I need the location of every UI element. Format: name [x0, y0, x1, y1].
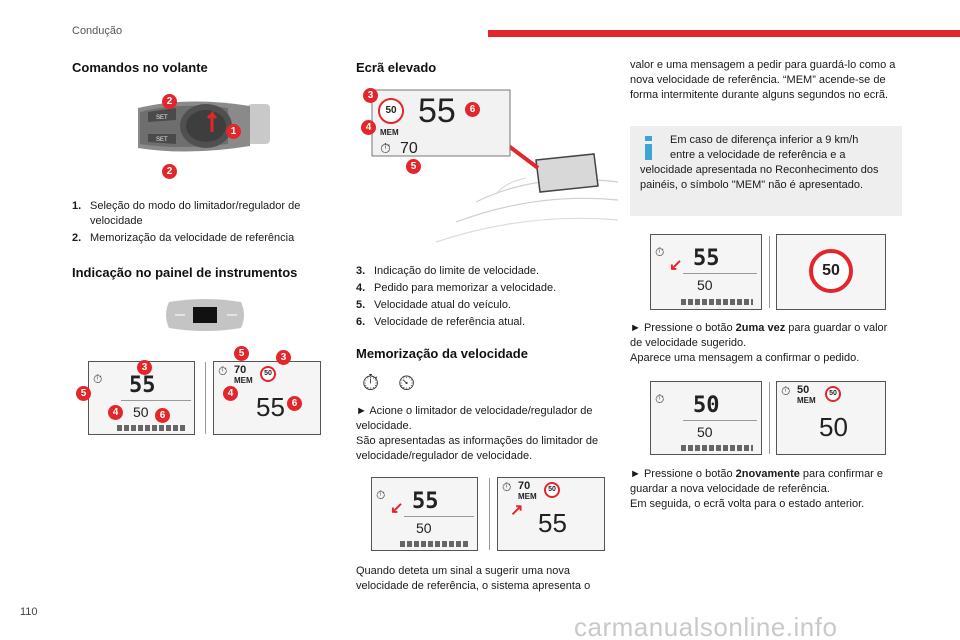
step-2: ► Pressione o botão 2novamente para conf… — [630, 468, 884, 510]
callout-6: 6 — [465, 102, 480, 117]
red-arrow: ↙ — [390, 500, 404, 517]
current-speed: 50 — [693, 393, 720, 418]
hud-list: 3.Indicação do limite de velocidade. 4.P… — [356, 264, 616, 332]
list-item: 3.Indicação do limite de velocidade. — [356, 265, 540, 277]
red-arrow: ↙ — [669, 257, 683, 274]
steering-list: 1.Seleção do modo do limitador/regulador… — [72, 199, 328, 248]
memo-para-1: ► Acione o limitador de velocidade/regul… — [356, 405, 593, 432]
callout-2-bottom: 2 — [162, 164, 177, 179]
callout-5: 5 — [406, 159, 421, 174]
instrument-cluster-icon — [166, 299, 244, 331]
page-number: 110 — [20, 606, 38, 618]
hud-limiter-icon: ⏱ — [380, 140, 391, 156]
list-item: 4.Pedido para memorizar a velocidade. — [356, 282, 557, 294]
callout-3: 3 — [276, 350, 291, 365]
speed-limit-sign: 50 — [809, 249, 853, 293]
continued-paragraph: valor e uma mensagem a pedir para guardá… — [630, 59, 896, 101]
cluster-panel-b: ⏱ 70 MEM 50 55 — [213, 361, 321, 435]
callout-3: 3 — [363, 88, 378, 103]
list-item: 1.Seleção do modo do limitador/regulador… — [72, 200, 301, 227]
hud-speed-limit-sign: 50 — [378, 98, 404, 124]
svg-text:SET: SET — [156, 137, 168, 143]
cluster-panel-d: ⏱ 70 MEM 50 ↗ 55 — [497, 477, 605, 551]
mem-label: MEM — [518, 492, 537, 501]
hud-title: Ecrã elevado — [356, 60, 437, 75]
speed-sign-panel: 50 — [776, 234, 886, 310]
mem-label: MEM — [797, 396, 816, 405]
callout-1: 1 — [226, 124, 241, 139]
mem-label: MEM — [234, 376, 253, 385]
cluster-panel-e: ⏱ ↙ 55 50 — [650, 234, 762, 310]
segment-bar — [117, 425, 187, 431]
reference-speed: 50 — [697, 424, 713, 440]
current-speed: 55 — [693, 246, 720, 271]
current-speed: 50 — [819, 412, 848, 442]
cluster-panel-a: ⏱ 55 50 — [88, 361, 195, 435]
speed-limiter-icon: ⏱ — [376, 488, 386, 502]
info-note: Em caso de diferença inferior a 9 km/h e… — [630, 126, 902, 216]
callout-4: 4 — [108, 405, 123, 420]
callout-4: 4 — [361, 120, 376, 135]
current-speed: 55 — [129, 373, 156, 398]
memo-para-2: São apresentadas as informações do limit… — [356, 435, 599, 462]
speed-limiter-icon: ⏱ — [218, 364, 228, 378]
memo-para-3: Quando deteta um sinal a sugerir uma nov… — [356, 565, 591, 592]
cluster-panel-g: ⏱ 50 50 — [650, 381, 762, 455]
header-accent-bar — [488, 30, 960, 37]
list-item: 2.Memorização da velocidade de referênci… — [72, 232, 295, 244]
hud-current-speed: 55 — [418, 92, 456, 130]
red-arrow: ↗ — [510, 502, 524, 519]
callout-3: 3 — [137, 360, 152, 375]
speed-limiter-icon: ⏱ — [655, 392, 665, 406]
speed-limiter-icon: ⏱ — [655, 245, 665, 259]
hud-memo-speed: 70 — [400, 140, 418, 157]
running-header: Condução — [72, 25, 123, 37]
segment-bar — [400, 541, 470, 547]
memo-speed: 50 — [797, 384, 810, 396]
current-speed: 55 — [538, 508, 567, 538]
callout-5: 5 — [234, 346, 249, 361]
callout-6: 6 — [155, 408, 170, 423]
speed-limit-sign: 50 — [260, 366, 276, 382]
steering-controls-title: Comandos no volante — [72, 60, 208, 75]
speed-limiter-icon: ⏱ — [781, 384, 791, 398]
current-speed: 55 — [412, 489, 439, 514]
svg-text:SET: SET — [156, 115, 168, 121]
memo-speed: 70 — [518, 480, 531, 492]
memo-speed: 70 — [234, 364, 247, 376]
info-icon — [642, 136, 656, 160]
speed-limit-sign: 50 — [544, 482, 560, 498]
reference-speed: 50 — [697, 277, 713, 293]
reference-speed: 50 — [133, 404, 149, 420]
segment-bar — [681, 299, 753, 305]
watermark: carmanualsonline.info — [574, 612, 838, 640]
steering-stalk-illustration: SET SET — [138, 101, 270, 152]
speed-limiter-icon: ⏱ — [502, 480, 512, 494]
limiter-icon: ⏱ — [362, 370, 380, 395]
speed-limit-sign: 50 — [825, 386, 841, 402]
callout-4: 4 — [223, 386, 238, 401]
segment-bar — [681, 445, 753, 451]
reference-speed: 50 — [416, 520, 432, 536]
hud-mem-label: MEM — [380, 128, 399, 137]
callout-6: 6 — [287, 396, 302, 411]
cluster-panel-c: ⏱ ↙ 55 50 — [371, 477, 478, 551]
list-item: 5.Velocidade atual do veículo. — [356, 299, 511, 311]
list-item: 6.Velocidade de referência atual. — [356, 316, 526, 328]
current-speed: 55 — [256, 392, 285, 422]
cluster-panel-h: ⏱ 50 MEM 50 50 — [776, 381, 886, 455]
cruise-control-icon: ⏲ — [398, 370, 416, 395]
speed-limiter-icon: ⏱ — [93, 372, 103, 386]
memorization-title: Memorização da velocidade — [356, 346, 528, 361]
callout-2-top: 2 — [162, 94, 177, 109]
cluster-title: Indicação no painel de instrumentos — [72, 265, 298, 280]
callout-5: 5 — [76, 386, 91, 401]
step-1: ► Pressione o botão 2uma vez para guarda… — [630, 322, 888, 364]
